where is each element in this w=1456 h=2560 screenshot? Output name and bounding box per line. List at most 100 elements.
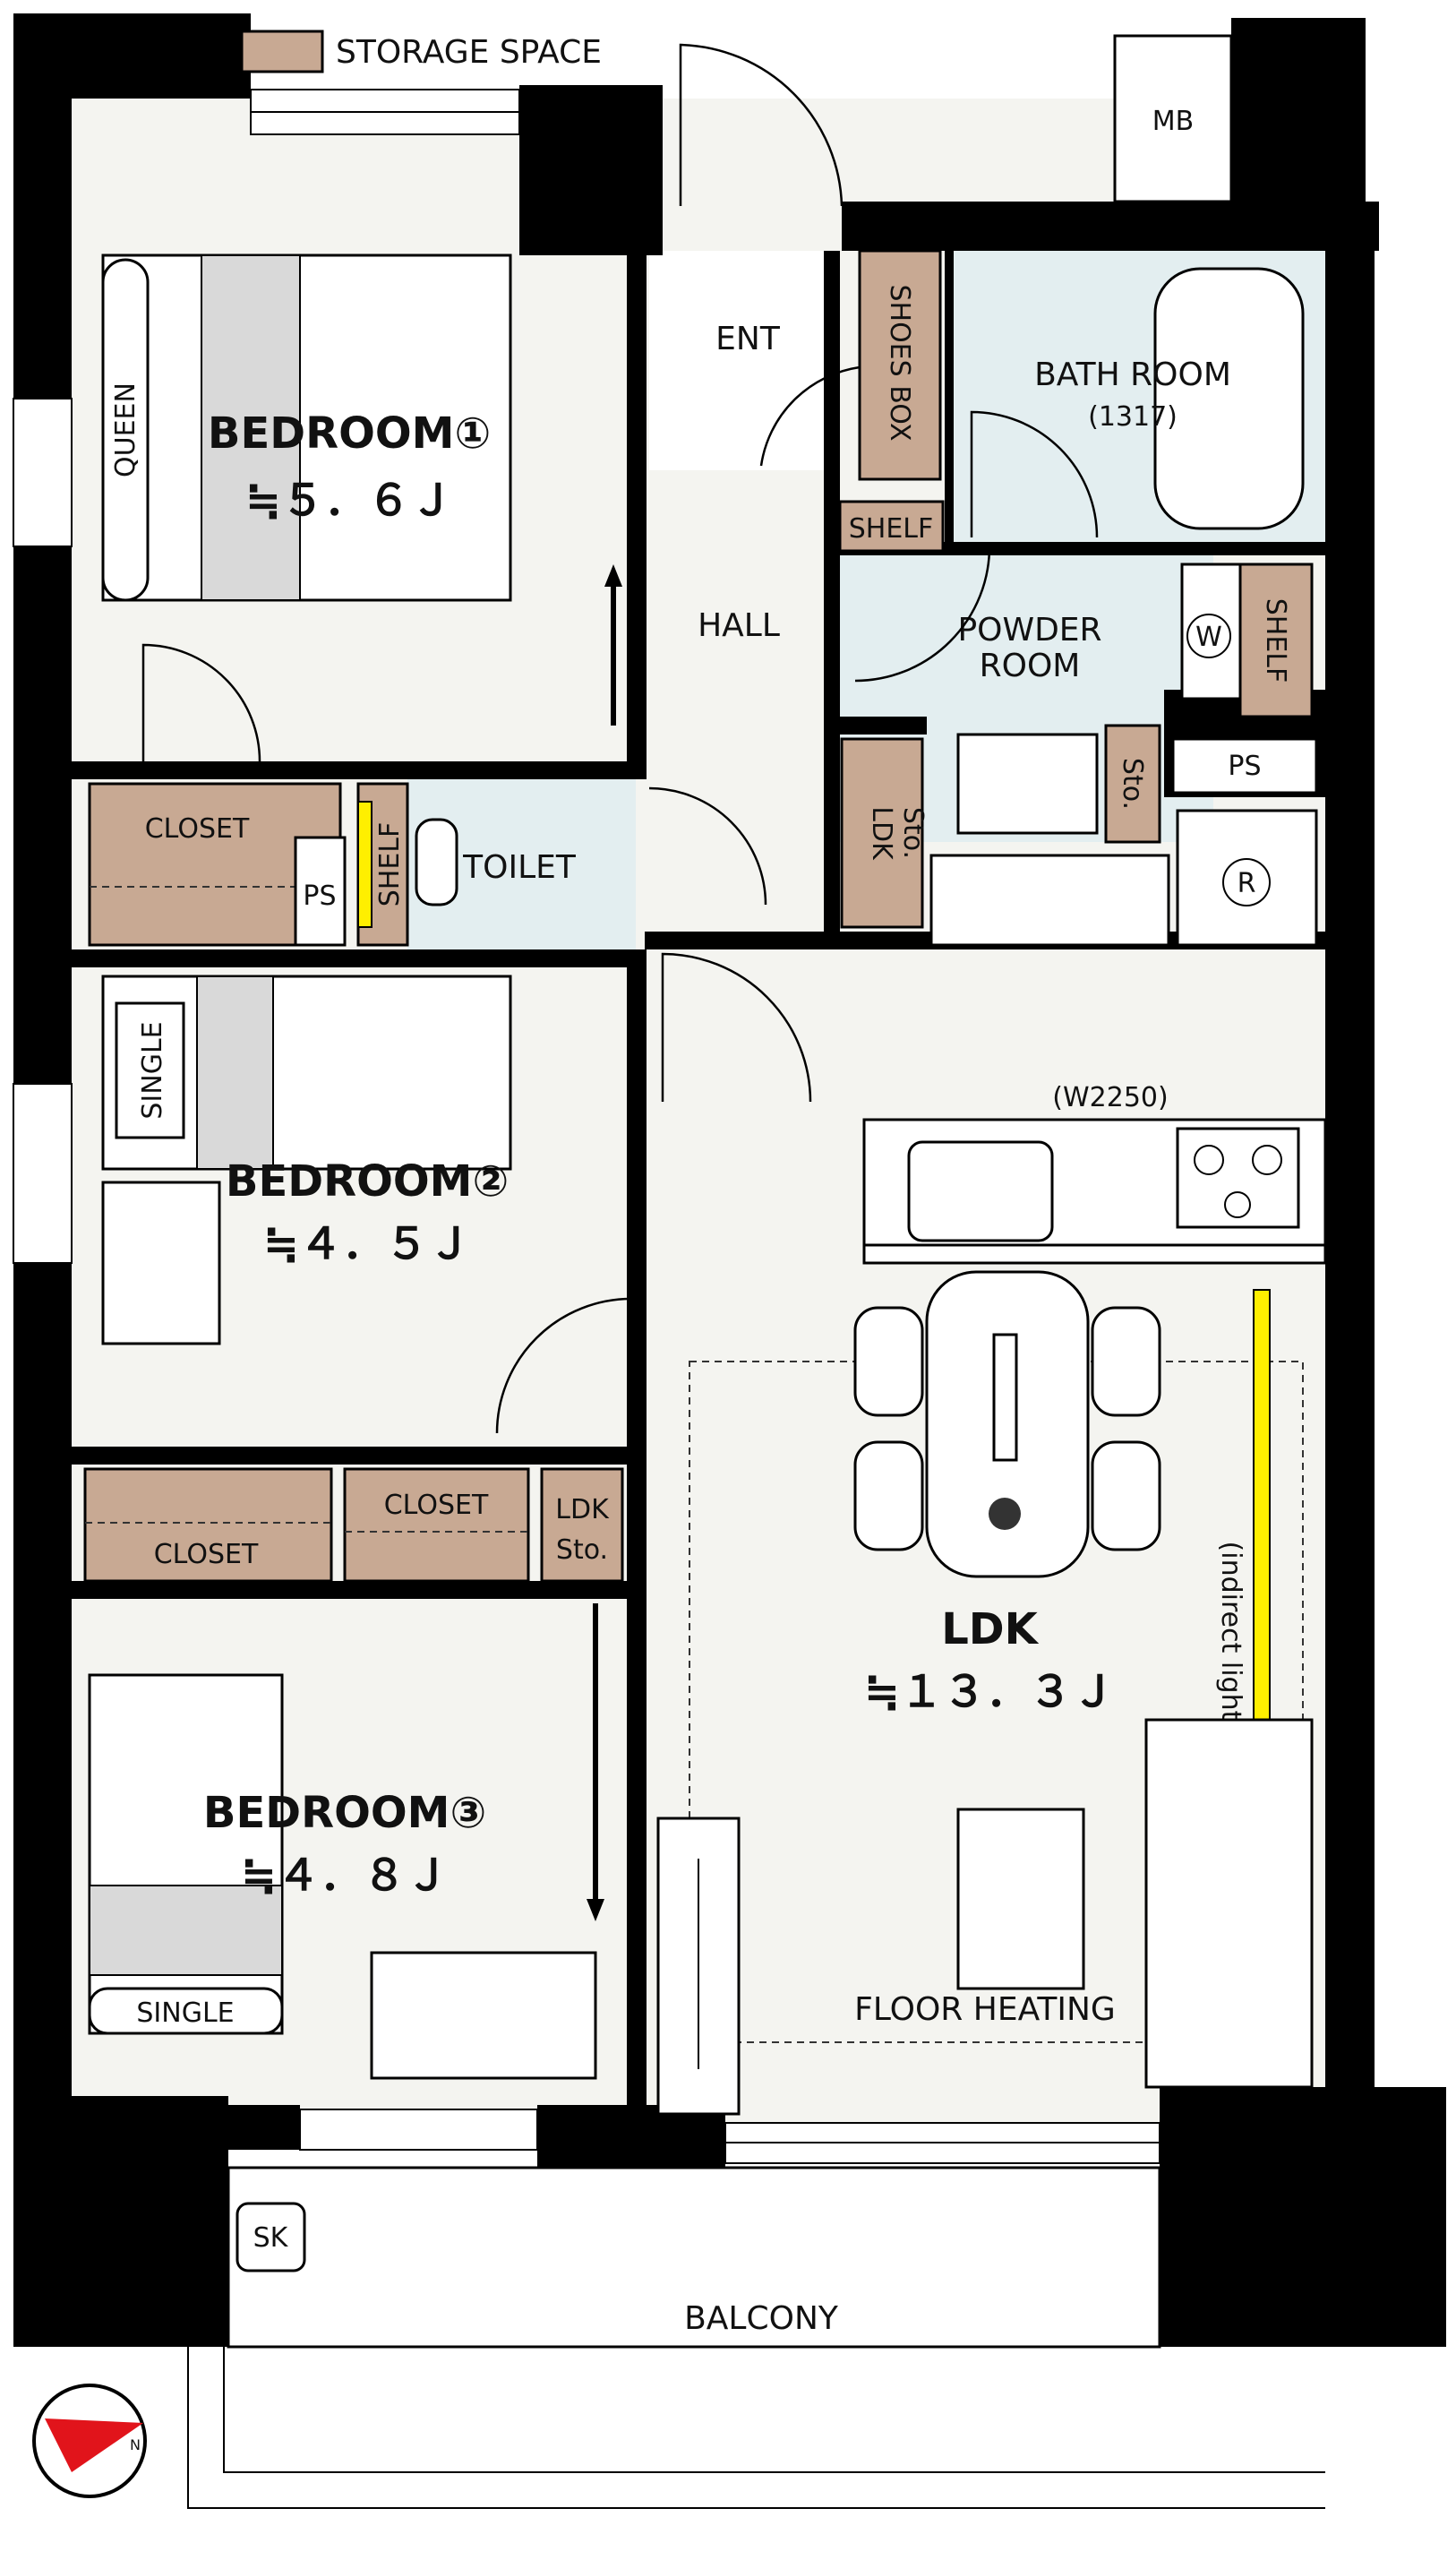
bed2-cover: [89, 1885, 283, 1976]
ent-inner-door[interactable]: [759, 365, 861, 467]
ldk-name: LDK: [941, 1604, 1039, 1654]
washer-icon: [1186, 614, 1231, 658]
hall-door[interactable]: [648, 786, 767, 906]
shelf-powder: [1238, 563, 1314, 718]
w2250-label: (W2250): [1052, 1082, 1168, 1113]
wall-top-mid: [519, 85, 663, 255]
counter-edge: [862, 1243, 1327, 1265]
entrance-floor: [649, 251, 828, 470]
desk-bed2: [101, 1181, 221, 1345]
entrance-door[interactable]: [679, 43, 844, 207]
wall-top-right: [1231, 18, 1366, 251]
window-b3-bottom: [299, 2109, 538, 2151]
wall-bottom-a: [228, 2105, 300, 2150]
shoes-box-label: SHOES BOX: [884, 284, 915, 441]
bedroom2-door[interactable]: [495, 1297, 632, 1434]
wall-hall-left: [627, 251, 647, 779]
bedroom1-door[interactable]: [141, 643, 261, 762]
queen-bed: [101, 253, 512, 602]
bathtub: [1153, 267, 1305, 530]
bath-door[interactable]: [970, 410, 1099, 538]
wall-left-mid: [13, 546, 72, 1084]
shelf-toilet-label: SHELF: [374, 822, 406, 907]
wall-bottom-mid: [537, 2105, 725, 2168]
kitchen-cabinet: [929, 854, 1170, 947]
bed-cover: [201, 254, 301, 601]
bath-sub: (1317): [1088, 401, 1178, 433]
closet-3: [343, 1467, 530, 1583]
fridge-icon: [1222, 858, 1271, 906]
washer-label: W: [1195, 622, 1222, 653]
wall-left-low: [13, 1263, 72, 2141]
mb-label: MB: [1152, 106, 1194, 137]
stove: [1176, 1127, 1300, 1229]
mb-box: [1113, 34, 1233, 203]
flower-icon: [989, 1498, 1021, 1530]
wall-bottom-right: [1160, 2087, 1446, 2347]
wall-bath-left: [945, 251, 954, 546]
toilet-label: TOILET: [462, 849, 577, 886]
closet2-label: CLOSET: [154, 1539, 259, 1570]
balcony-label: BALCONY: [684, 2300, 839, 2337]
ent-label: ENT: [715, 321, 781, 357]
sink: [907, 1140, 1054, 1242]
wall-hall-right: [824, 251, 840, 941]
ldk-sto1-a: LDK: [866, 806, 897, 861]
bath-name: BATH ROOM: [1034, 357, 1231, 393]
floor-heating-label: FLOOR HEATING: [854, 1991, 1116, 2028]
powder-door[interactable]: [854, 546, 991, 683]
ldk-sto2-a: LDK: [555, 1494, 610, 1525]
table-runner: [992, 1333, 1018, 1462]
fridge-label: R: [1238, 868, 1256, 899]
wall-ldksto-top: [837, 717, 927, 734]
chair-1: [853, 1306, 924, 1417]
bedroom2-name: BEDROOM②: [226, 1156, 509, 1207]
ps1-box: [294, 836, 347, 947]
balcony-area: [227, 2166, 1161, 2349]
toilet-bowl: [415, 818, 458, 906]
single1-label: SINGLE: [137, 1021, 168, 1119]
compass-arrow-icon: [45, 2418, 143, 2472]
ps1-label: PS: [303, 881, 336, 912]
compass-n: N: [130, 2436, 141, 2453]
wall-right: [1325, 224, 1375, 2141]
powder-line1: POWDER: [957, 612, 1101, 649]
vanity: [956, 733, 1099, 835]
ldk-sto2-b: Sto.: [556, 1534, 608, 1566]
legend-label: STORAGE SPACE: [336, 34, 602, 71]
legend-swatch: [240, 30, 324, 73]
chair-2: [853, 1440, 924, 1551]
sofa: [1144, 1718, 1314, 2089]
desk-bed3: [370, 1951, 597, 2080]
bedroom2-size: ≒４．５Ｊ: [263, 1219, 471, 1269]
bedroom1-name: BEDROOM①: [208, 408, 491, 459]
ldk-size: ≒１３．３Ｊ: [864, 1667, 1115, 1717]
wall-bottom-left: [13, 2096, 228, 2347]
wall-b3-top: [72, 1581, 645, 1599]
shelf-hall-label: SHELF: [849, 513, 934, 545]
bed2-pillow: [88, 1987, 284, 2035]
bedroom3-name: BEDROOM③: [203, 1788, 486, 1838]
sk-label: SK: [253, 2222, 289, 2254]
queen-label: QUEEN: [110, 382, 141, 477]
ldk-sto-1: [840, 737, 924, 929]
shelf-powder-label: SHELF: [1260, 598, 1291, 683]
window-b2-left: [13, 1083, 73, 1264]
bedroom1-size: ≒５．６Ｊ: [245, 476, 453, 526]
chair-3: [1091, 1306, 1161, 1417]
wall-bath-bottom: [837, 542, 1325, 555]
chair-4: [1091, 1440, 1161, 1551]
sk-box: [236, 2202, 306, 2272]
sto-label: Sto.: [1117, 758, 1148, 810]
ps2-box: [1171, 737, 1318, 795]
ldk-door[interactable]: [661, 952, 812, 1103]
ps2-label: PS: [1228, 751, 1261, 782]
hall-label: HALL: [698, 607, 780, 644]
bed1-pillow: [115, 1001, 185, 1139]
bedroom3-size: ≒４．８Ｊ: [241, 1851, 449, 1901]
balcony-rail-outer: [187, 2347, 1325, 2509]
wall-b2-top: [72, 949, 645, 967]
window-b1-left: [13, 398, 73, 547]
wall-top-left: [13, 13, 251, 99]
sto-box: [1104, 724, 1161, 844]
